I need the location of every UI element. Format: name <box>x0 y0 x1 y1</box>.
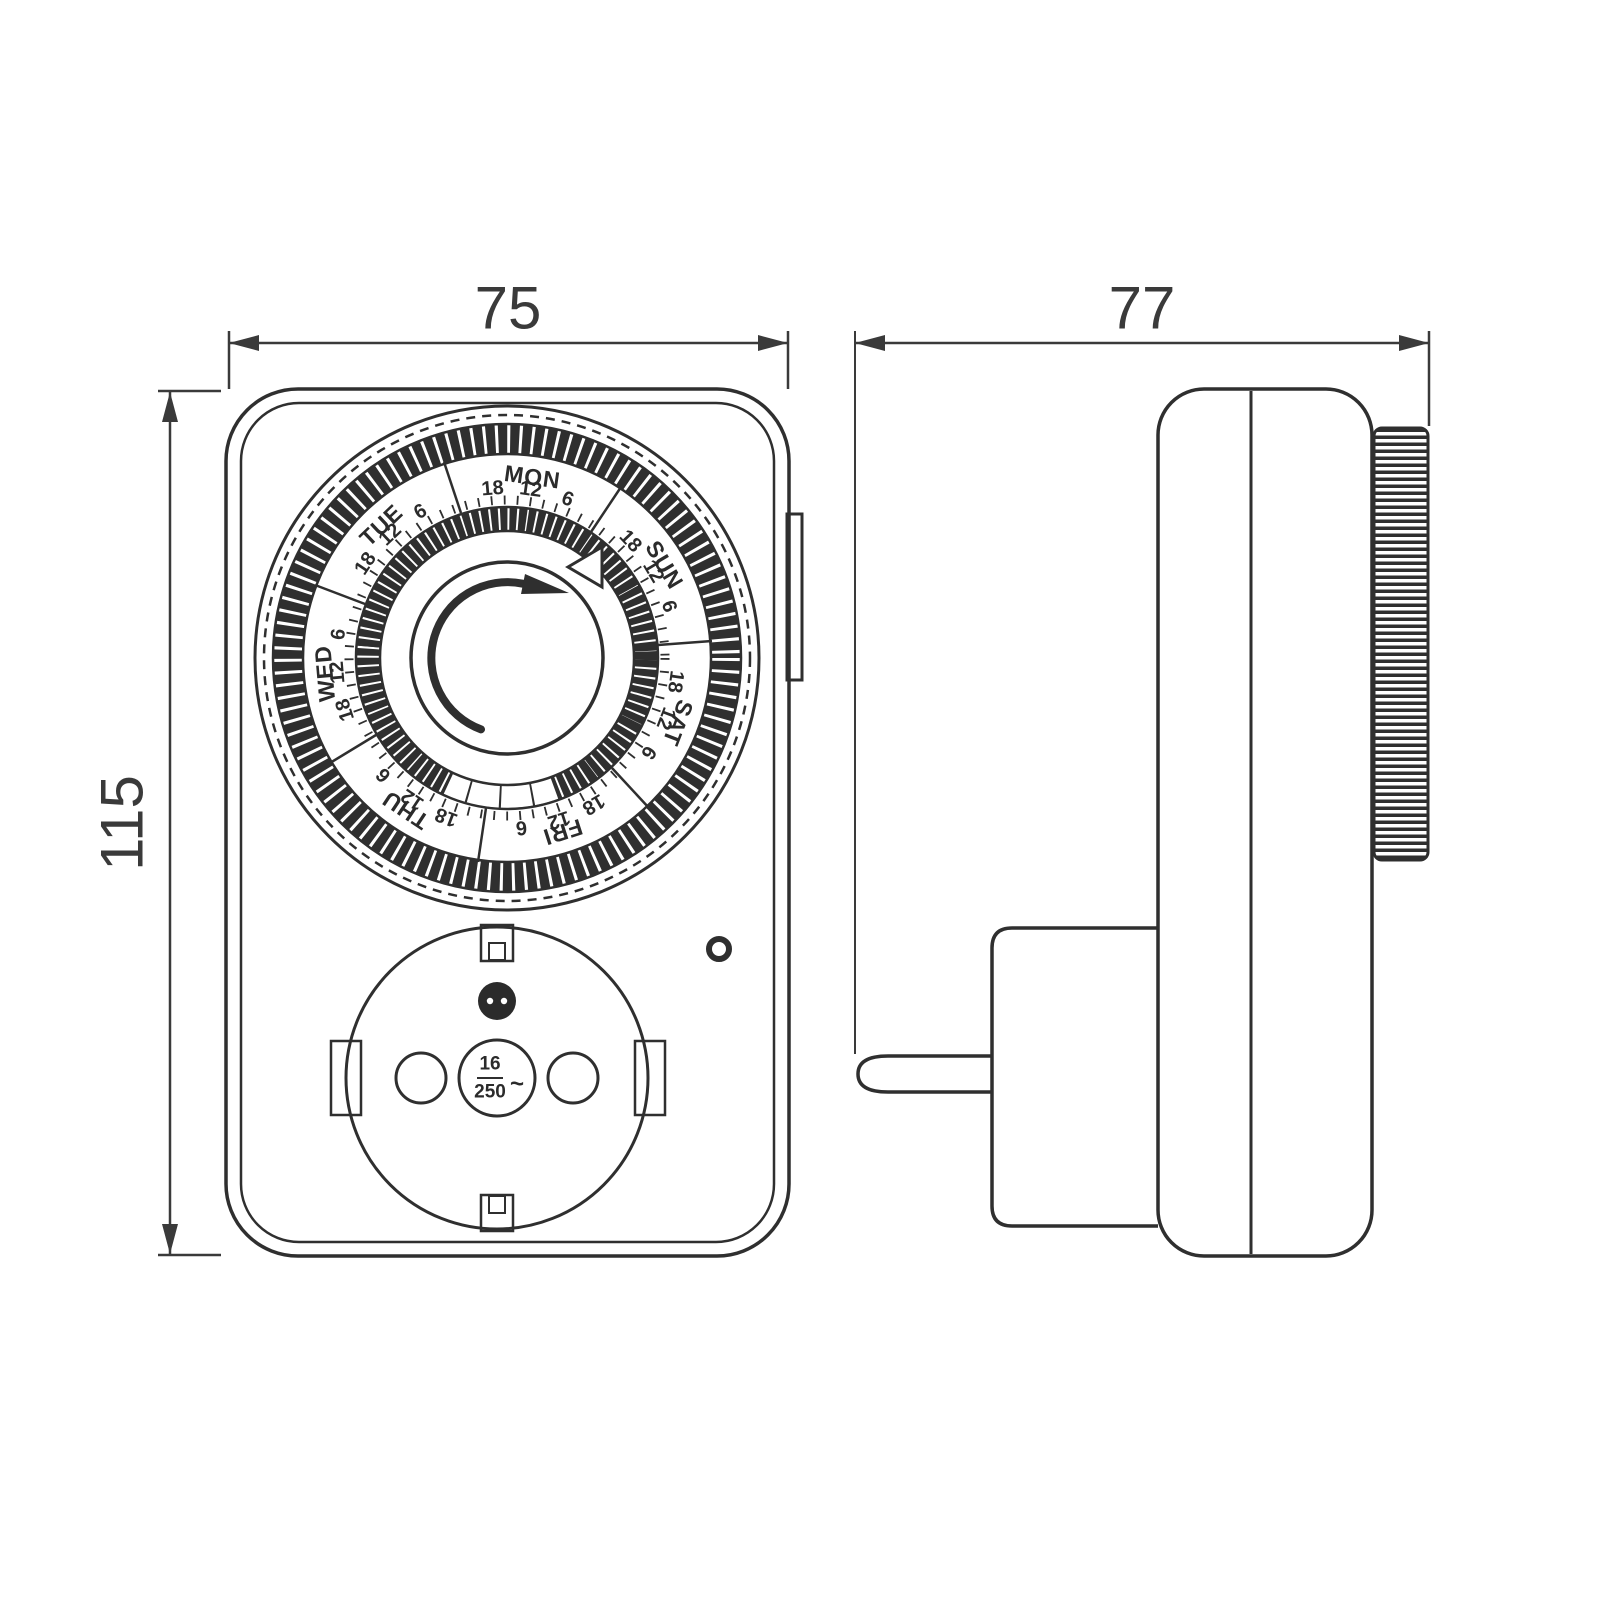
socket[interactable]: 16 250 ~ <box>329 923 667 1233</box>
hour-label: 12 <box>326 660 350 684</box>
socket-earth-clip-top <box>479 923 515 963</box>
dimension-label-width: 75 <box>475 275 542 342</box>
dial-wheel-side[interactable] <box>1372 426 1430 862</box>
hour-label: 18 <box>578 789 608 819</box>
socket-pin-hole-right <box>546 1051 600 1105</box>
socket-side-groove-left <box>329 1039 363 1117</box>
socket-earth-clip-bottom <box>479 1193 515 1233</box>
rating-voltage: 250 <box>474 1082 506 1103</box>
segment-ring[interactable] <box>354 505 660 811</box>
front-body-outline <box>224 387 791 1258</box>
hour-label: 18 <box>481 477 505 501</box>
dimension-label-height: 115 <box>89 775 156 871</box>
led-indicator <box>706 936 732 962</box>
plug-pin <box>856 1054 992 1094</box>
knurl-ring <box>271 422 743 894</box>
dial-knob[interactable] <box>409 560 605 756</box>
socket-recess <box>344 925 650 1231</box>
plug-body <box>990 926 1158 1228</box>
dimension-front-width: 75 <box>227 275 790 389</box>
hour-label: 6 <box>558 487 576 512</box>
day-ring-ticks <box>344 495 670 821</box>
socket-pin-hole-left <box>394 1051 448 1105</box>
socket-center-button <box>478 982 516 1020</box>
front-body-inner-outline <box>239 401 776 1244</box>
timer-dial[interactable]: MON TUE WED THU FRI SAT SUN 18 12 6 18 1 <box>253 404 761 912</box>
hour-label: 18 <box>615 526 646 557</box>
plug <box>856 926 1158 1228</box>
hour-label: 12 <box>518 477 543 502</box>
hour-label: 6 <box>515 816 528 839</box>
side-body-outline <box>1156 387 1374 1258</box>
dimension-label-depth: 77 <box>1109 275 1176 342</box>
side-switch-tab[interactable] <box>785 512 804 682</box>
day-boundary-lines <box>314 461 713 863</box>
dial-dashed-ring <box>262 413 752 903</box>
side-view <box>856 387 1430 1258</box>
hour-label: 6 <box>410 499 431 524</box>
socket-side-groove-right <box>633 1039 667 1117</box>
ac-symbol: ~ <box>510 1071 524 1098</box>
time-marker-triangle <box>565 544 604 590</box>
socket-rating-label: 16 250 ~ <box>457 1038 537 1118</box>
dial-bezel-outer <box>253 404 761 912</box>
rotation-arrow <box>427 578 527 734</box>
dimension-front-height: 115 <box>89 389 221 1257</box>
hour-label: 6 <box>327 627 350 641</box>
hour-label: 6 <box>657 598 681 615</box>
hour-label: 18 <box>663 669 688 694</box>
front-view: MON TUE WED THU FRI SAT SUN 18 12 6 18 1 <box>224 387 804 1258</box>
day-label: WED <box>309 644 340 703</box>
hour-label: 6 <box>372 763 396 786</box>
dimension-side-depth: 77 <box>854 275 1431 1054</box>
rating-current: 16 <box>479 1054 500 1075</box>
rotation-arrow-head <box>521 574 569 594</box>
